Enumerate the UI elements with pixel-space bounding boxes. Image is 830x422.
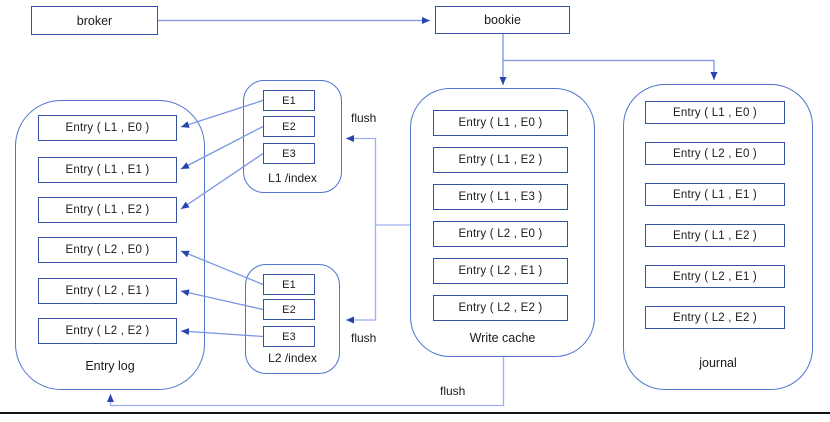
journal-row: Entry ( L1 , E1 )	[645, 183, 785, 206]
arrow-bookie-to-journal	[503, 59, 718, 80]
l1-index-item: E3	[263, 143, 315, 164]
l1-index-label: L1 /index	[268, 171, 317, 185]
entry-log-row: Entry ( L2 , E1 )	[38, 278, 177, 304]
l2-index-label: L2 /index	[268, 351, 317, 365]
l2-index-item: E1	[263, 274, 315, 295]
entry-log-row: Entry ( L1 , E0 )	[38, 115, 177, 141]
entry-log-label: Entry log	[85, 359, 135, 373]
entry-log-row: Entry ( L1 , E1 )	[38, 157, 177, 183]
flush-label-l2: flush	[351, 331, 377, 345]
l2-index-item: E3	[263, 326, 315, 347]
l1-index-item: E2	[263, 116, 315, 137]
journal-row: Entry ( L2 , E2 )	[645, 306, 785, 329]
write-cache-row: Entry ( L1 , E2 )	[433, 147, 568, 173]
flush-label-l1: flush	[351, 111, 377, 125]
broker-node: broker	[31, 6, 158, 35]
write-cache-label: Write cache	[469, 331, 536, 345]
journal-row: Entry ( L2 , E0 )	[645, 142, 785, 165]
l1-index-item: E1	[263, 90, 315, 111]
entry-log-row: Entry ( L2 , E2 )	[38, 318, 177, 344]
write-cache-row: Entry ( L1 , E0 )	[433, 110, 568, 136]
arrow-flush-write-cache-to-l2-index	[346, 225, 377, 324]
journal-label: journal	[699, 356, 737, 370]
entry-log-row: Entry ( L2 , E0 )	[38, 237, 177, 263]
bookie-node: bookie	[435, 6, 570, 34]
entry-log-row: Entry ( L1 , E2 )	[38, 197, 177, 223]
flush-label-entrylog: flush	[440, 384, 466, 398]
journal-row: Entry ( L1 , E2 )	[645, 224, 785, 247]
write-cache-row: Entry ( L2 , E1 )	[433, 258, 568, 284]
write-cache-row: Entry ( L2 , E2 )	[433, 295, 568, 321]
bottom-divider	[0, 412, 830, 414]
journal-row: Entry ( L2 , E1 )	[645, 265, 785, 288]
journal-row: Entry ( L1 , E0 )	[645, 101, 785, 124]
write-cache-row: Entry ( L1 , E3 )	[433, 184, 568, 210]
arrow-flush-write-cache-to-l1-index	[346, 135, 410, 226]
l2-index-item: E2	[263, 299, 315, 320]
write-cache-row: Entry ( L2 , E0 )	[433, 221, 568, 247]
